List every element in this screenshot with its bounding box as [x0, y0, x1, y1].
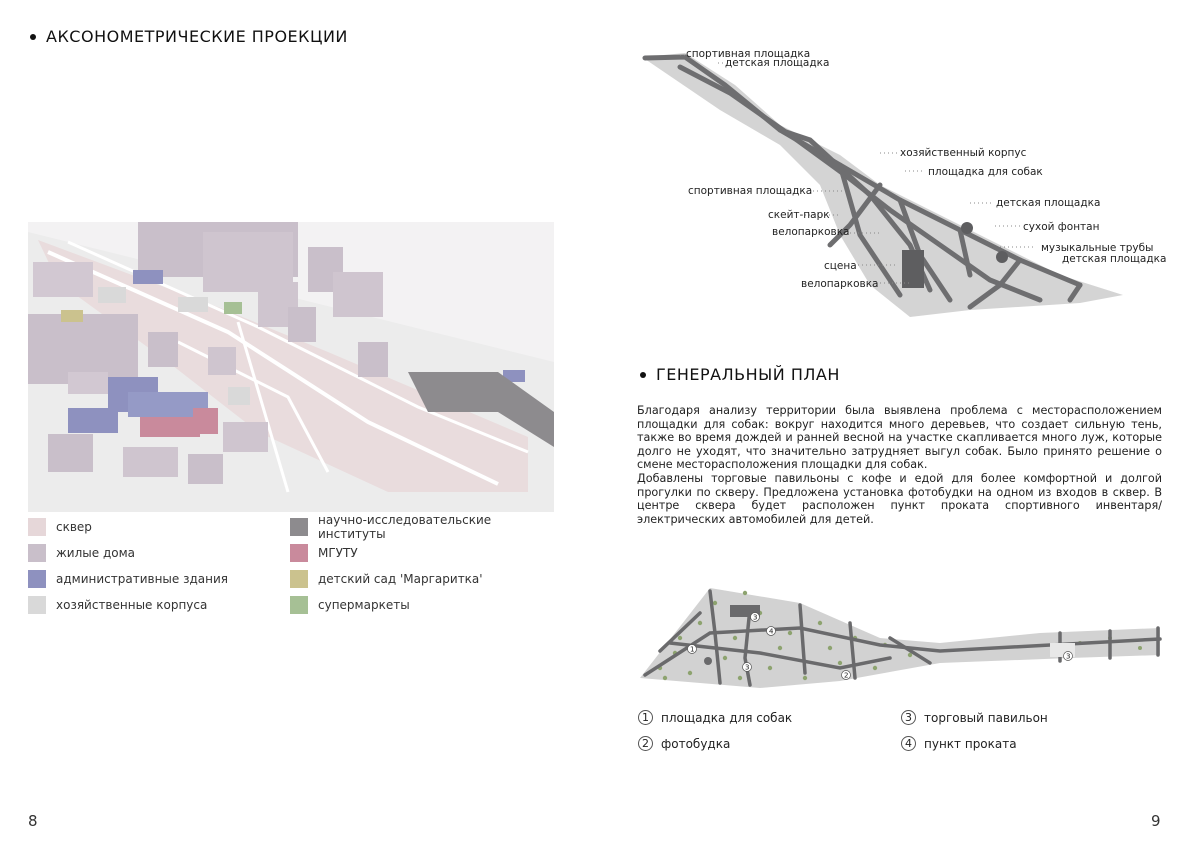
map-marker-4: 4 [769, 628, 774, 636]
plan-legend-label: пункт проката [924, 736, 1017, 751]
general-plan-title-text: ГЕНЕРАЛЬНЫЙ ПЛАН [656, 365, 840, 384]
label-music-pipes: музыкальные трубы [1041, 242, 1154, 254]
legend-swatch [290, 544, 308, 562]
legend-label: детский сад 'Маргаритка' [318, 572, 483, 586]
bullet-icon [640, 371, 646, 378]
legend-column-right: научно-исследовательские институты МГУТУ… [290, 513, 560, 615]
label-skate-park: скейт-парк [768, 209, 830, 221]
general-plan-title: ГЕНЕРАЛЬНЫЙ ПЛАН [640, 365, 840, 384]
legend-item-utility: хозяйственные корпуса [28, 595, 283, 615]
legend-item-supermarket: супермаркеты [290, 595, 560, 615]
label-kids-ground-1: детская площадка [725, 57, 830, 69]
page-number-right: 9 [1151, 812, 1161, 830]
label-sport-ground-2: спортивная площадка [688, 185, 813, 197]
axonometry-title: АКСОНОМЕТРИЧЕСКИЕ ПРОЕКЦИИ [30, 27, 348, 46]
paragraph-2: Добавлены торговые павильоны с кофе и ед… [637, 471, 1162, 526]
legend-swatch [290, 518, 308, 536]
paragraph-1: Благодаря анализу территории была выявле… [637, 404, 1162, 472]
general-plan-text: Благодаря анализу территории была выявле… [637, 404, 1162, 526]
legend-item-mgutu: МГУТУ [290, 543, 560, 563]
legend-label: административные здания [56, 572, 228, 586]
legend-item-administrative: административные здания [28, 569, 283, 589]
label-kids-ground-3: детская площадка [1062, 253, 1167, 265]
plan-legend-item-3: 3 торговый павильон [901, 710, 1048, 725]
plan-legend-label: фотобудка [661, 736, 731, 751]
number-circle: 4 [901, 736, 916, 751]
label-bike-parking-2: велопарковка [801, 278, 879, 290]
label-sport-ground-1: спортивная площадка [686, 48, 811, 60]
legend-label: сквер [56, 520, 92, 534]
legend-swatch [28, 596, 46, 614]
number-circle: 1 [638, 710, 653, 725]
map-marker-2: 2 [844, 672, 848, 680]
legend-item-residential: жилые дома [28, 543, 283, 563]
legend-item-square: сквер [28, 517, 283, 537]
axonometric-city-map [28, 222, 554, 512]
legend-label: жилые дома [56, 546, 135, 560]
legend-column-left: сквер жилые дома административные здания… [28, 517, 283, 615]
legend-swatch [28, 544, 46, 562]
label-dry-fountain: сухой фонтан [1023, 221, 1100, 233]
legend-label: МГУТУ [318, 546, 358, 560]
label-dog-ground: площадка для собак [928, 166, 1043, 178]
legend-label: хозяйственные корпуса [56, 598, 208, 612]
plan-legend-item-1: 1 площадка для собак [638, 710, 792, 725]
label-bike-parking-1: велопарковка [772, 226, 850, 238]
legend-label: супермаркеты [318, 598, 410, 612]
legend-swatch [28, 570, 46, 588]
plan-legend-label: площадка для собак [661, 710, 793, 725]
label-stage: сцена [824, 260, 857, 272]
legend-swatch [290, 596, 308, 614]
legend-label: научно-исследовательские институты [318, 513, 492, 541]
legend-swatch [28, 518, 46, 536]
plan-legend-label: торговый павильон [924, 710, 1048, 725]
plan-legend-item-2: 2 фотобудка [638, 736, 730, 751]
legend-item-kindergarten: детский сад 'Маргаритка' [290, 569, 560, 589]
map-marker-3: 3 [745, 664, 749, 672]
plan-legend-item-4: 4 пункт проката [901, 736, 1017, 751]
map-marker-3: 3 [1066, 653, 1070, 661]
bullet-icon [30, 33, 36, 40]
label-utility-building: хозяйственный корпус [900, 147, 1027, 159]
axonometry-title-text: АКСОНОМЕТРИЧЕСКИЕ ПРОЕКЦИИ [46, 27, 348, 46]
page-number-left: 8 [28, 812, 38, 830]
square-axonometry [642, 53, 1123, 317]
legend-item-research: научно-исследовательские институты [290, 513, 560, 541]
number-circle: 3 [901, 710, 916, 725]
map-marker-3: 3 [753, 614, 757, 622]
label-kids-ground-2: детская площадка [996, 197, 1101, 209]
general-plan-map: 1 2 3 3 3 4 [640, 588, 1162, 688]
legend-swatch [290, 570, 308, 588]
map-marker-1: 1 [690, 646, 694, 654]
number-circle: 2 [638, 736, 653, 751]
